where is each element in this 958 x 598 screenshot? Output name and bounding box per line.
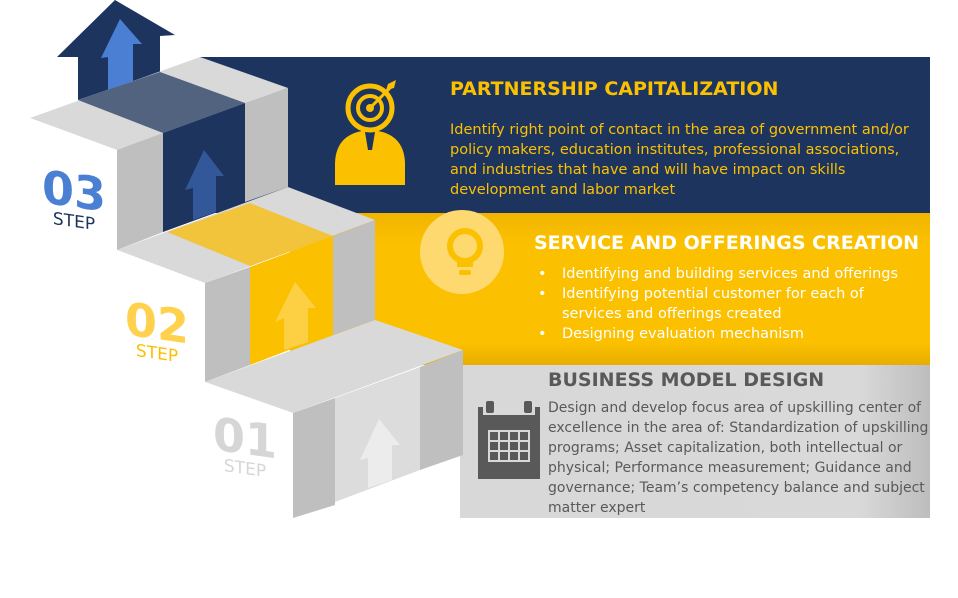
- step-02-label: 02 STEP: [125, 292, 189, 367]
- step-01-label: 01 STEP: [213, 407, 277, 482]
- bullet-item: Designing evaluation mechanism: [534, 324, 924, 344]
- top-inner-arrow-icon: [101, 19, 142, 90]
- partnership-text: Identify right point of contact in the a…: [450, 122, 909, 198]
- business-text: Design and develop focus area of upskill…: [548, 400, 929, 516]
- lightbulb-icon: [420, 210, 504, 294]
- step2-arrow-icon: [275, 282, 316, 350]
- business-title: BUSINESS MODEL DESIGN: [548, 369, 825, 391]
- bullet-item: Identifying and building services and of…: [534, 264, 924, 284]
- target-head-person-icon: [335, 80, 405, 185]
- bullet-item: Identifying potential customer for each …: [534, 284, 924, 324]
- service-title: SERVICE AND OFFERINGS CREATION: [534, 232, 920, 254]
- calendar-icon: [478, 401, 540, 479]
- step-03-label: 03 STEP: [42, 160, 106, 235]
- service-bullets: Identifying and building services and of…: [534, 264, 924, 344]
- partnership-title: PARTNERSHIP CAPITALIZATION: [450, 78, 779, 100]
- partnership-panel: [200, 57, 930, 213]
- step3-arrow-icon: [185, 150, 224, 220]
- step1-arrow-icon: [360, 419, 400, 488]
